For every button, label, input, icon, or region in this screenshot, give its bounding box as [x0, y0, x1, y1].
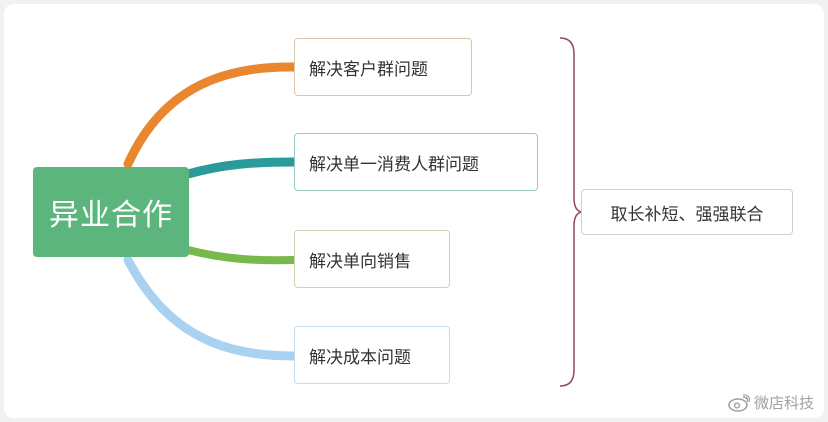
branch-node-customer-group[interactable]: 解决客户群问题: [294, 38, 472, 96]
watermark-text: 微店科技: [753, 394, 814, 412]
connector-branch-4: [123, 255, 299, 361]
summary-brace: [559, 37, 583, 387]
mind-map-canvas: 异业合作 解决客户群问题 解决单一消费人群问题 解决单向销售 解决成本问题 取长…: [4, 4, 824, 418]
summary-node[interactable]: 取长补短、强强联合: [581, 189, 793, 235]
branch-node-single-consumer-group[interactable]: 解决单一消费人群问题: [294, 133, 538, 191]
branch-node-one-way-sales[interactable]: 解决单向销售: [294, 230, 450, 288]
weibo-logo-icon: [728, 393, 750, 412]
watermark: 微店科技: [728, 392, 814, 413]
connector-branch-3: [184, 246, 298, 265]
center-topic-node[interactable]: 异业合作: [33, 167, 189, 257]
connector-branch-1: [123, 62, 299, 169]
connector-branch-2: [183, 157, 299, 179]
branch-node-cost-problem[interactable]: 解决成本问题: [294, 326, 450, 384]
